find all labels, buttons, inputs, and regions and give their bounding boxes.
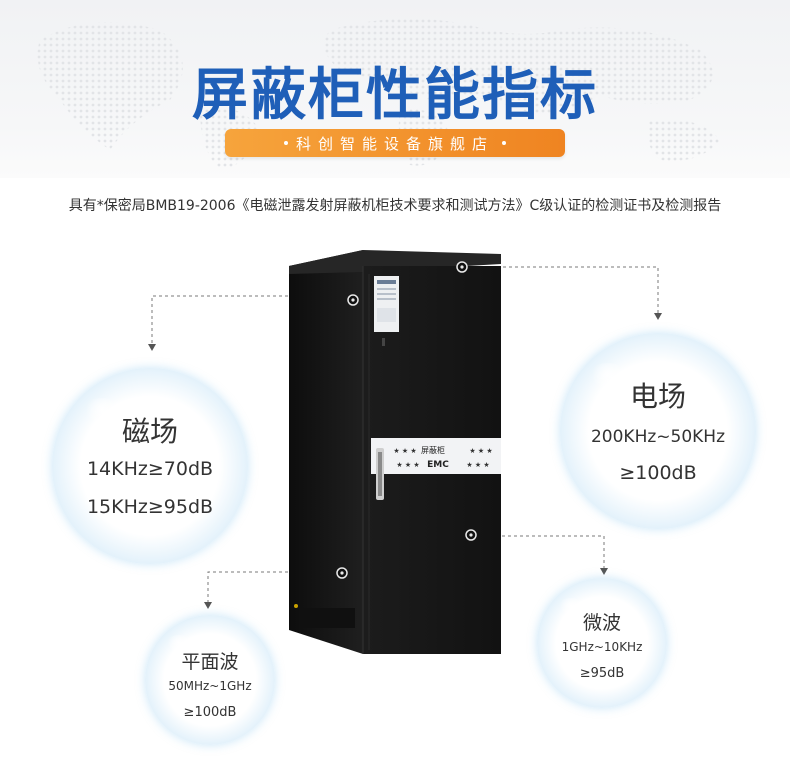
nameplate-stars-right: ★ ★ ★ [469,447,492,455]
spec-microwave-line1: 1GHz~10KHz [561,640,643,654]
store-name: 科创智能设备旗舰店 [295,134,494,153]
spec-electric-title: 电场 [629,380,686,413]
spec-bubble-plane-wave: 平面波 50MHz~1GHz ≥100dB [145,615,275,745]
spec-bubble-magnetic: 磁场 14KHz≥70dB 15KHz≥95dB [52,368,248,564]
spec-electric-line2: ≥100dB [619,462,697,484]
shielding-cabinet: 屏蔽柜 EMC ★ ★ ★ ★ ★ ★ ★ ★ ★ ★ ★ ★ [289,250,501,654]
nameplate-stars-left-2: ★ ★ ★ [396,461,419,469]
nameplate-title: 屏蔽柜 [421,445,445,455]
world-map-background [37,18,720,170]
leader-line-electric [503,266,659,313]
nameplate-stars-left: ★ ★ ★ [393,447,416,455]
spec-magnetic-line1: 14KHz≥70dB [86,458,214,480]
spec-electric-line1: 200KHz~50KHz [590,427,726,447]
spec-magnetic-title: 磁场 [121,415,178,448]
spec-plane-wave-line2: ≥100dB [183,705,237,720]
spec-plane-wave-line1: 50MHz~1GHz [168,679,252,693]
store-name-badge: 科创智能设备旗舰店 [225,129,565,157]
dot-icon [283,141,288,145]
cabinet-label-sticker [374,276,399,332]
spec-magnetic-line2: 15KHz≥95dB [86,496,214,518]
nameplate-code: EMC [427,460,449,470]
page-title: 屏蔽柜性能指标 [192,63,598,128]
spec-microwave-line2: ≥95dB [579,666,625,681]
certification-text: 具有*保密局BMB19-2006《电磁泄露发射屏蔽机柜技术要求和测试方法》C级认… [68,198,722,214]
nameplate-stars-right-2: ★ ★ ★ [466,461,489,469]
leader-line-magnetic [151,295,300,344]
emc-nameplate [371,438,501,474]
spec-microwave-title: 微波 [582,612,621,634]
dot-icon [502,141,506,145]
cabinet-side-panel [289,250,363,654]
spec-bubble-microwave: 微波 1GHz~10KHz ≥95dB [537,578,667,708]
spec-plane-wave-title: 平面波 [181,651,239,673]
spec-bubble-electric: 电场 200KHz~50KHz ≥100dB [560,333,756,529]
hero-banner: 屏蔽柜性能指标 科创智能设备旗舰店 [0,0,790,178]
